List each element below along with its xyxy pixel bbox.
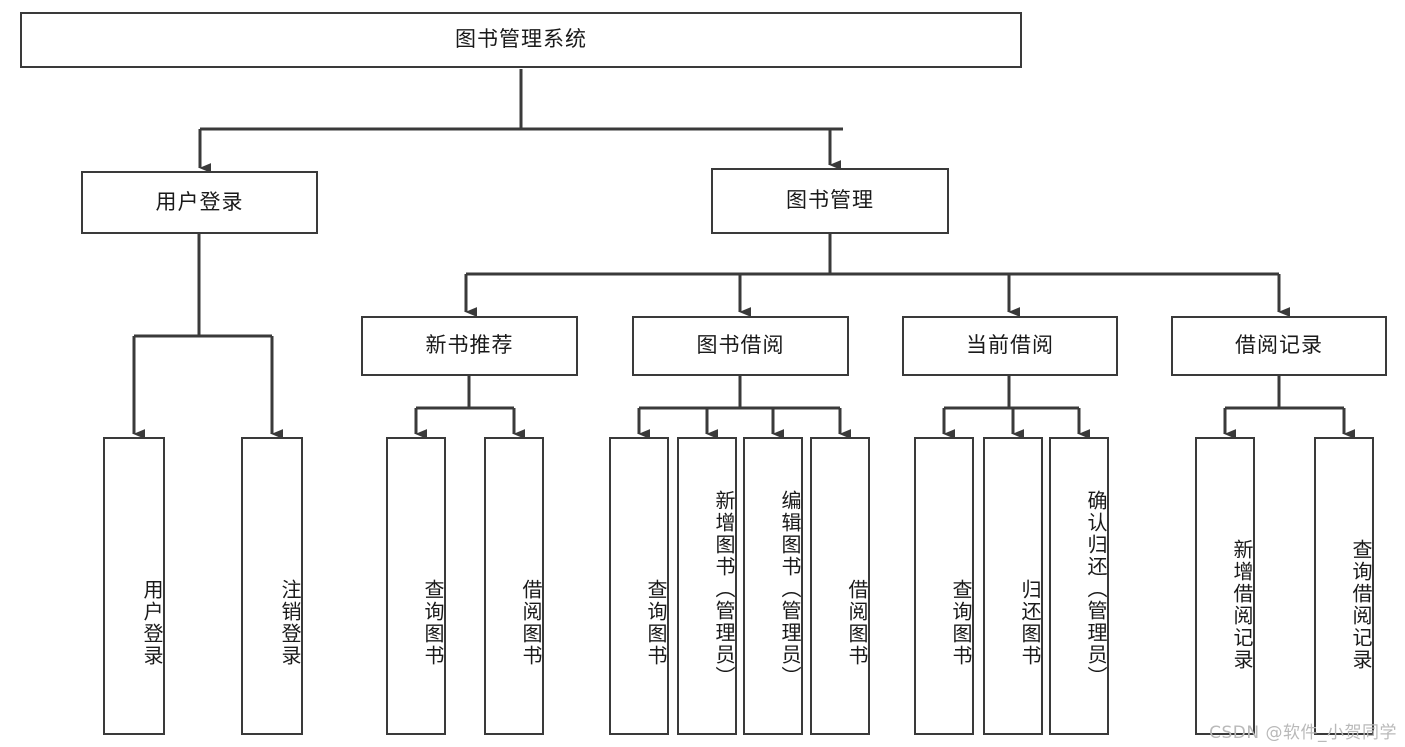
node-leaf-add-record-label: 新增借阅记录 (1230, 539, 1254, 671)
node-borrow-record-label: 借阅记录 (1235, 333, 1323, 358)
node-leaf-user-login[interactable]: 用户登录 (103, 437, 165, 735)
node-leaf-query-record[interactable]: 查询借阅记录 (1314, 437, 1374, 735)
node-leaf-logout[interactable]: 注销登录 (241, 437, 303, 735)
node-current-borrow[interactable]: 当前借阅 (902, 316, 1118, 376)
node-user-login-label: 用户登录 (155, 189, 244, 214)
node-leaf-return-book-label: 归还图书 (1018, 579, 1042, 667)
node-leaf-borrow-book-2-label: 借阅图书 (845, 579, 869, 667)
node-leaf-borrow-book-1-label: 借阅图书 (519, 579, 543, 667)
node-leaf-logout-label: 注销登录 (278, 579, 302, 667)
node-leaf-query-book-3-label: 查询图书 (949, 579, 973, 667)
node-leaf-user-login-label: 用户登录 (140, 579, 164, 667)
node-book-borrow[interactable]: 图书借阅 (632, 316, 849, 376)
node-leaf-query-book-2[interactable]: 查询图书 (609, 437, 669, 735)
node-root[interactable]: 图书管理系统 (20, 12, 1022, 68)
node-leaf-borrow-book-2[interactable]: 借阅图书 (810, 437, 870, 735)
csdn-watermark: CSDN @软件_小贺同学 (1209, 723, 1397, 743)
node-borrow-record[interactable]: 借阅记录 (1171, 316, 1387, 376)
node-book-borrow-label: 图书借阅 (696, 333, 785, 358)
node-leaf-borrow-book-1[interactable]: 借阅图书 (484, 437, 544, 735)
node-leaf-query-record-label: 查询借阅记录 (1349, 539, 1373, 671)
node-leaf-add-record[interactable]: 新增借阅记录 (1195, 437, 1255, 735)
node-leaf-confirm-return[interactable]: 确认归还（管理员） (1049, 437, 1109, 735)
node-leaf-edit-book-label: 编辑图书（管理员） (778, 490, 802, 688)
node-leaf-confirm-return-label: 确认归还（管理员） (1084, 490, 1108, 688)
node-new-book-recommend[interactable]: 新书推荐 (361, 316, 578, 376)
node-leaf-edit-book[interactable]: 编辑图书（管理员） (743, 437, 803, 735)
node-book-manage[interactable]: 图书管理 (711, 168, 949, 234)
node-current-borrow-label: 当前借阅 (966, 333, 1054, 358)
node-leaf-add-book-label: 新增图书（管理员） (712, 490, 736, 688)
node-leaf-query-book-1[interactable]: 查询图书 (386, 437, 446, 735)
node-new-book-recommend-label: 新书推荐 (425, 333, 514, 358)
node-leaf-query-book-1-label: 查询图书 (421, 579, 445, 667)
node-leaf-add-book[interactable]: 新增图书（管理员） (677, 437, 737, 735)
node-leaf-query-book-2-label: 查询图书 (644, 579, 668, 667)
node-root-label: 图书管理系统 (455, 27, 587, 52)
node-book-manage-label: 图书管理 (786, 188, 874, 213)
node-user-login[interactable]: 用户登录 (81, 171, 318, 234)
node-leaf-query-book-3[interactable]: 查询图书 (914, 437, 974, 735)
node-leaf-return-book[interactable]: 归还图书 (983, 437, 1043, 735)
